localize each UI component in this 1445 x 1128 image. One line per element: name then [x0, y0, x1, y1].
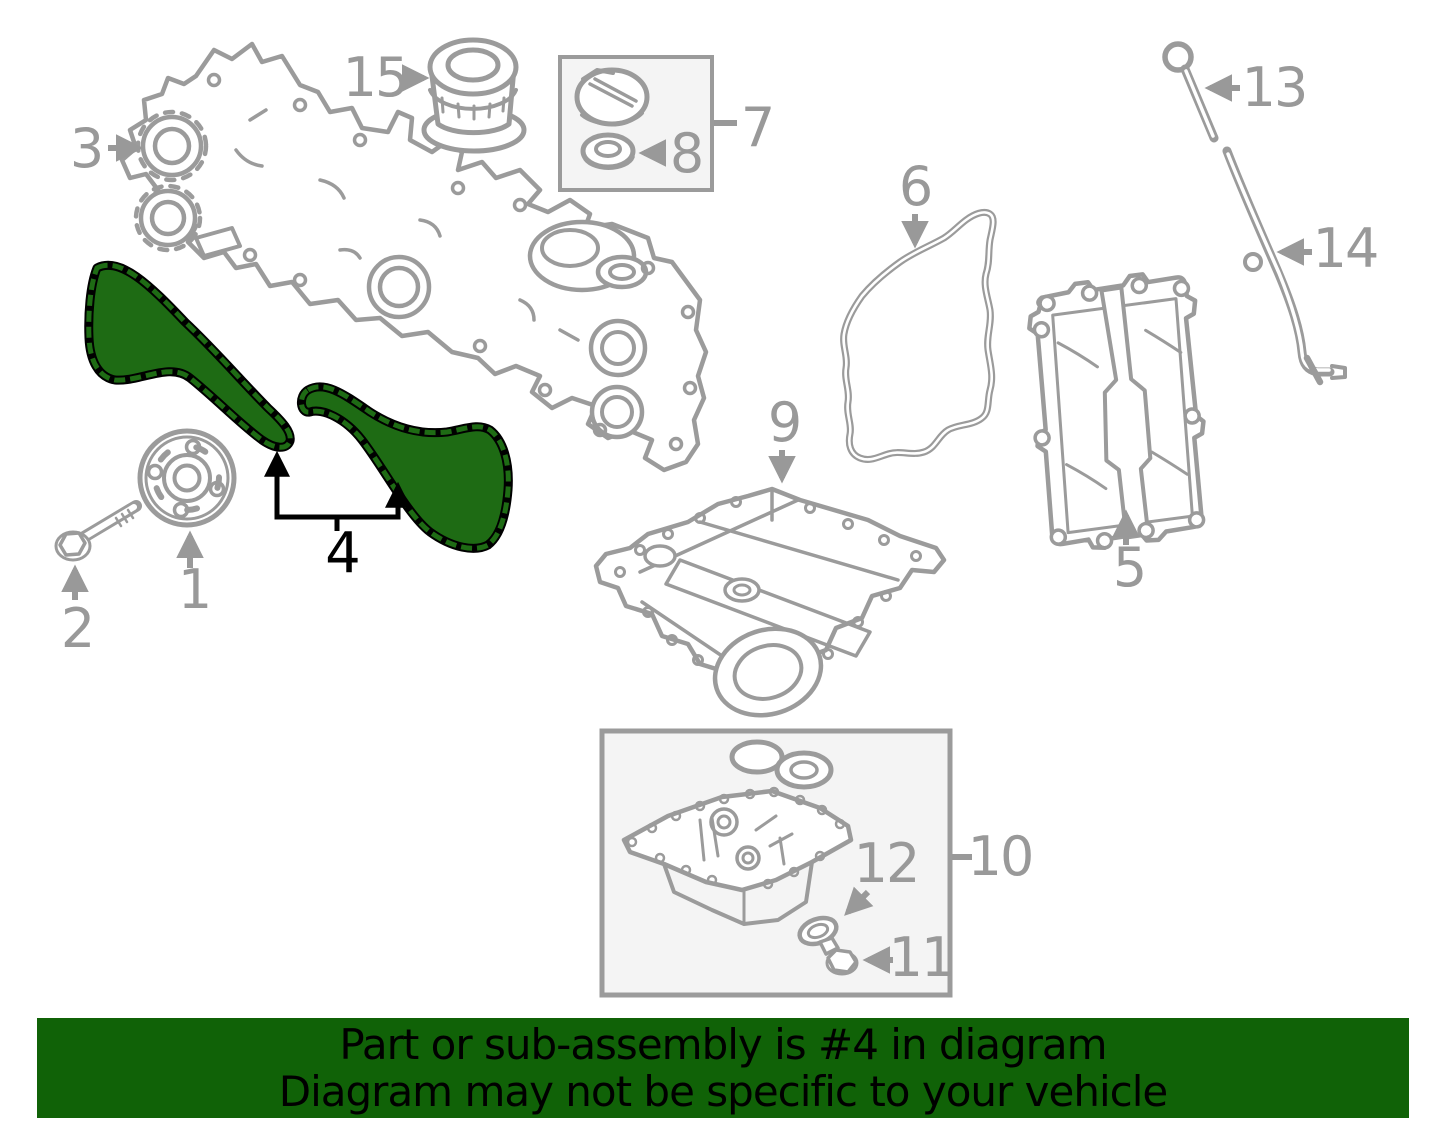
valve-cover-drawing: [1027, 272, 1206, 550]
oil-pan-upper-drawing: [593, 486, 947, 718]
valve-cover-gasket-drawing: [840, 208, 997, 463]
valve-cover-bolt-holes: [1032, 276, 1206, 550]
oil-pan-lower-drawing: [621, 786, 854, 926]
camshaft-seal-ring-lower-icon: [133, 183, 203, 253]
callout-15-label: 15: [343, 46, 408, 109]
crankshaft-bore-icon: [366, 254, 432, 320]
banner-line-2: Diagram may not be specific to your vehi…: [278, 1067, 1168, 1116]
oil-filter-drawing: [421, 37, 527, 154]
callout-4-highlighted: 4: [264, 450, 411, 586]
callout-3-label: 3: [70, 117, 102, 180]
pan-upper-bolt-holes: [614, 496, 922, 666]
callout-3: 3: [70, 117, 144, 180]
callout-6-label: 6: [899, 155, 931, 218]
highlight-banner: Part or sub-assembly is #4 in diagram Di…: [37, 1018, 1409, 1118]
callout-2: 2: [61, 564, 95, 660]
callout-4-label: 4: [325, 521, 361, 586]
oil-pan-lower-group-box: 12 11 10: [599, 728, 1034, 998]
timing-chain-left-highlighted: [84, 260, 295, 452]
callout-10-label: 10: [968, 825, 1033, 888]
callout-9-label: 9: [768, 391, 800, 454]
pan-lower-bolt-holes: [626, 786, 846, 890]
crankshaft-pulley-bolt-drawing: [54, 500, 142, 562]
callout-15: 15: [343, 46, 430, 109]
callout-8: 8: [638, 122, 704, 185]
banner-line-1: Part or sub-assembly is #4 in diagram: [339, 1020, 1107, 1069]
oil-filler-cap-icon: [574, 67, 650, 127]
filler-cap-seal-icon: [580, 132, 636, 170]
callout-1: 1: [176, 530, 212, 621]
callout-2-label: 2: [61, 597, 93, 660]
dipstick-tube-drawing: [1222, 146, 1347, 386]
cover-bolt-holes: [206, 72, 698, 452]
callout-11: 11: [862, 926, 955, 989]
callout-13: 13: [1204, 56, 1308, 119]
oil-dipstick-drawing: [1162, 41, 1219, 143]
rear-seal-bore-icon: [712, 626, 824, 718]
crankshaft-pulley-drawing: [137, 428, 237, 528]
callout-1-label: 1: [178, 558, 210, 621]
callout-4-bracket: [274, 514, 401, 531]
callout-14: 14: [1276, 217, 1379, 280]
callout-10: 10: [952, 825, 1034, 888]
callout-9: 9: [768, 391, 802, 484]
filler-cap-group-box: 8 7: [558, 55, 775, 192]
callout-6: 6: [899, 155, 933, 249]
callout-5: 5: [1112, 509, 1147, 599]
timing-chain-right-highlighted: [297, 382, 513, 553]
callout-8-label: 8: [670, 122, 702, 185]
callout-5-label: 5: [1113, 536, 1145, 599]
pan-seal-ring-icon: [729, 739, 785, 775]
callout-11-label: 11: [889, 926, 954, 989]
callout-12-label: 12: [854, 832, 919, 895]
callout-7: 7: [714, 96, 775, 159]
callout-12-arrow: [844, 886, 874, 916]
pan-oring-icon: [774, 750, 834, 790]
callout-12: 12: [844, 832, 920, 916]
callout-13-label: 13: [1242, 56, 1307, 119]
callout-7-label: 7: [741, 96, 773, 159]
drain-plug-bolt-icon: [818, 936, 859, 976]
callout-14-label: 14: [1313, 217, 1378, 280]
